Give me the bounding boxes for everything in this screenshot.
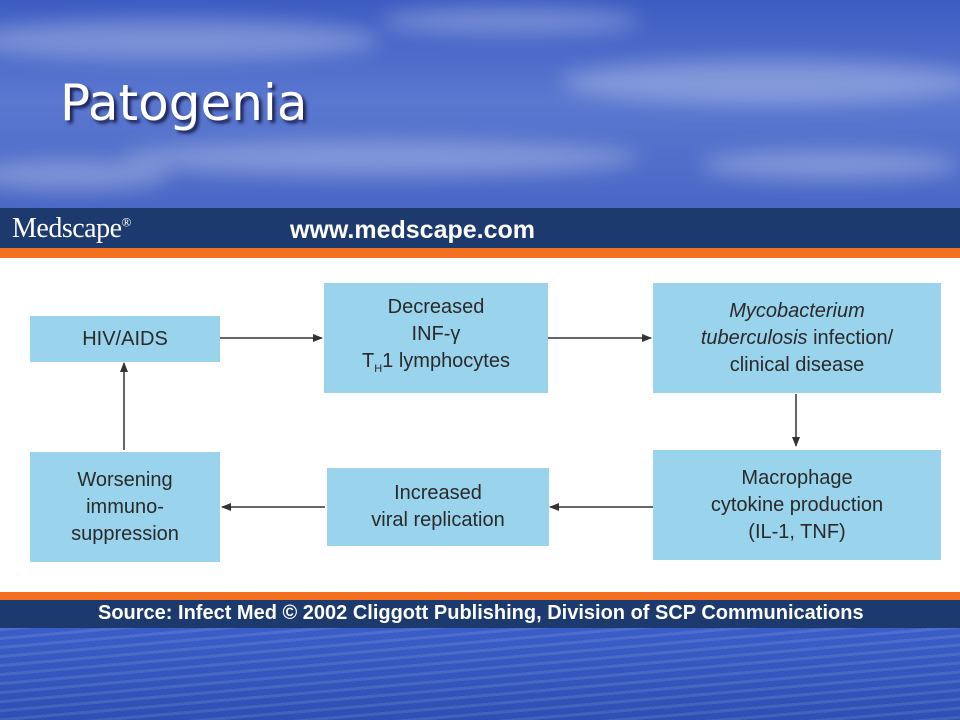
node-label: HIV/AIDS	[82, 327, 168, 350]
node-label: suppression	[71, 522, 179, 545]
node-label: Macrophage	[741, 466, 853, 489]
sky-cloud	[120, 140, 640, 176]
node-label: viral replication	[371, 509, 505, 531]
node-hiv-aids: HIV/AIDS	[30, 316, 220, 362]
node-label: clinical disease	[729, 353, 865, 376]
figure-header-bar: Medscape® www.medscape.com	[0, 208, 960, 248]
node-label: cytokine production	[710, 493, 884, 516]
registered-mark: ®	[121, 214, 132, 230]
node-macrophage-cytokine: Macrophage cytokine production (IL-1, TN…	[653, 450, 941, 560]
node-label: Mycobacterium	[729, 299, 865, 322]
node-worsening-immunosuppression: Worsening immuno- suppression	[30, 452, 220, 562]
slide-title: Patogenia	[60, 74, 308, 132]
node-label: immuno-	[86, 495, 164, 518]
medscape-logo: Medscape®	[12, 213, 131, 245]
header-url: www.medscape.com	[290, 216, 535, 244]
node-label-mtb: tuberculosis infection/	[700, 326, 894, 349]
sky-cloud	[0, 160, 170, 190]
node-label: Worsening	[77, 468, 173, 491]
node-increased-viral-replication: Increased viral replication	[327, 468, 549, 546]
logo-text: Medscape	[12, 213, 122, 244]
diagram-arrows	[120, 334, 800, 511]
header-orange-stripe	[0, 248, 960, 258]
node-label: (IL-1, TNF)	[748, 520, 846, 543]
footer-orange-stripe	[0, 592, 960, 600]
node-label-th1: TH1 lymphocytes	[361, 349, 510, 375]
node-label: Decreased	[387, 295, 485, 318]
sky-cloud	[0, 20, 380, 60]
figure-panel: Medscape® www.medscape.com HIV/AIDS Decr…	[0, 208, 960, 628]
node-label: Increased	[394, 482, 482, 504]
source-credit: Source: Infect Med © 2002 Cliggott Publi…	[98, 602, 864, 624]
node-label: INF-γ	[411, 322, 461, 345]
sky-cloud	[380, 8, 640, 34]
node-mtb-infection: Mycobacterium tuberculosis infection/ cl…	[653, 283, 941, 393]
node-decreased-inf-th1: Decreased INF-γ TH1 lymphocytes	[324, 283, 548, 393]
sky-cloud	[560, 60, 960, 104]
figure-footer-bar: Source: Infect Med © 2002 Cliggott Publi…	[0, 600, 960, 628]
sea-background	[0, 628, 960, 720]
sky-cloud	[700, 150, 960, 180]
